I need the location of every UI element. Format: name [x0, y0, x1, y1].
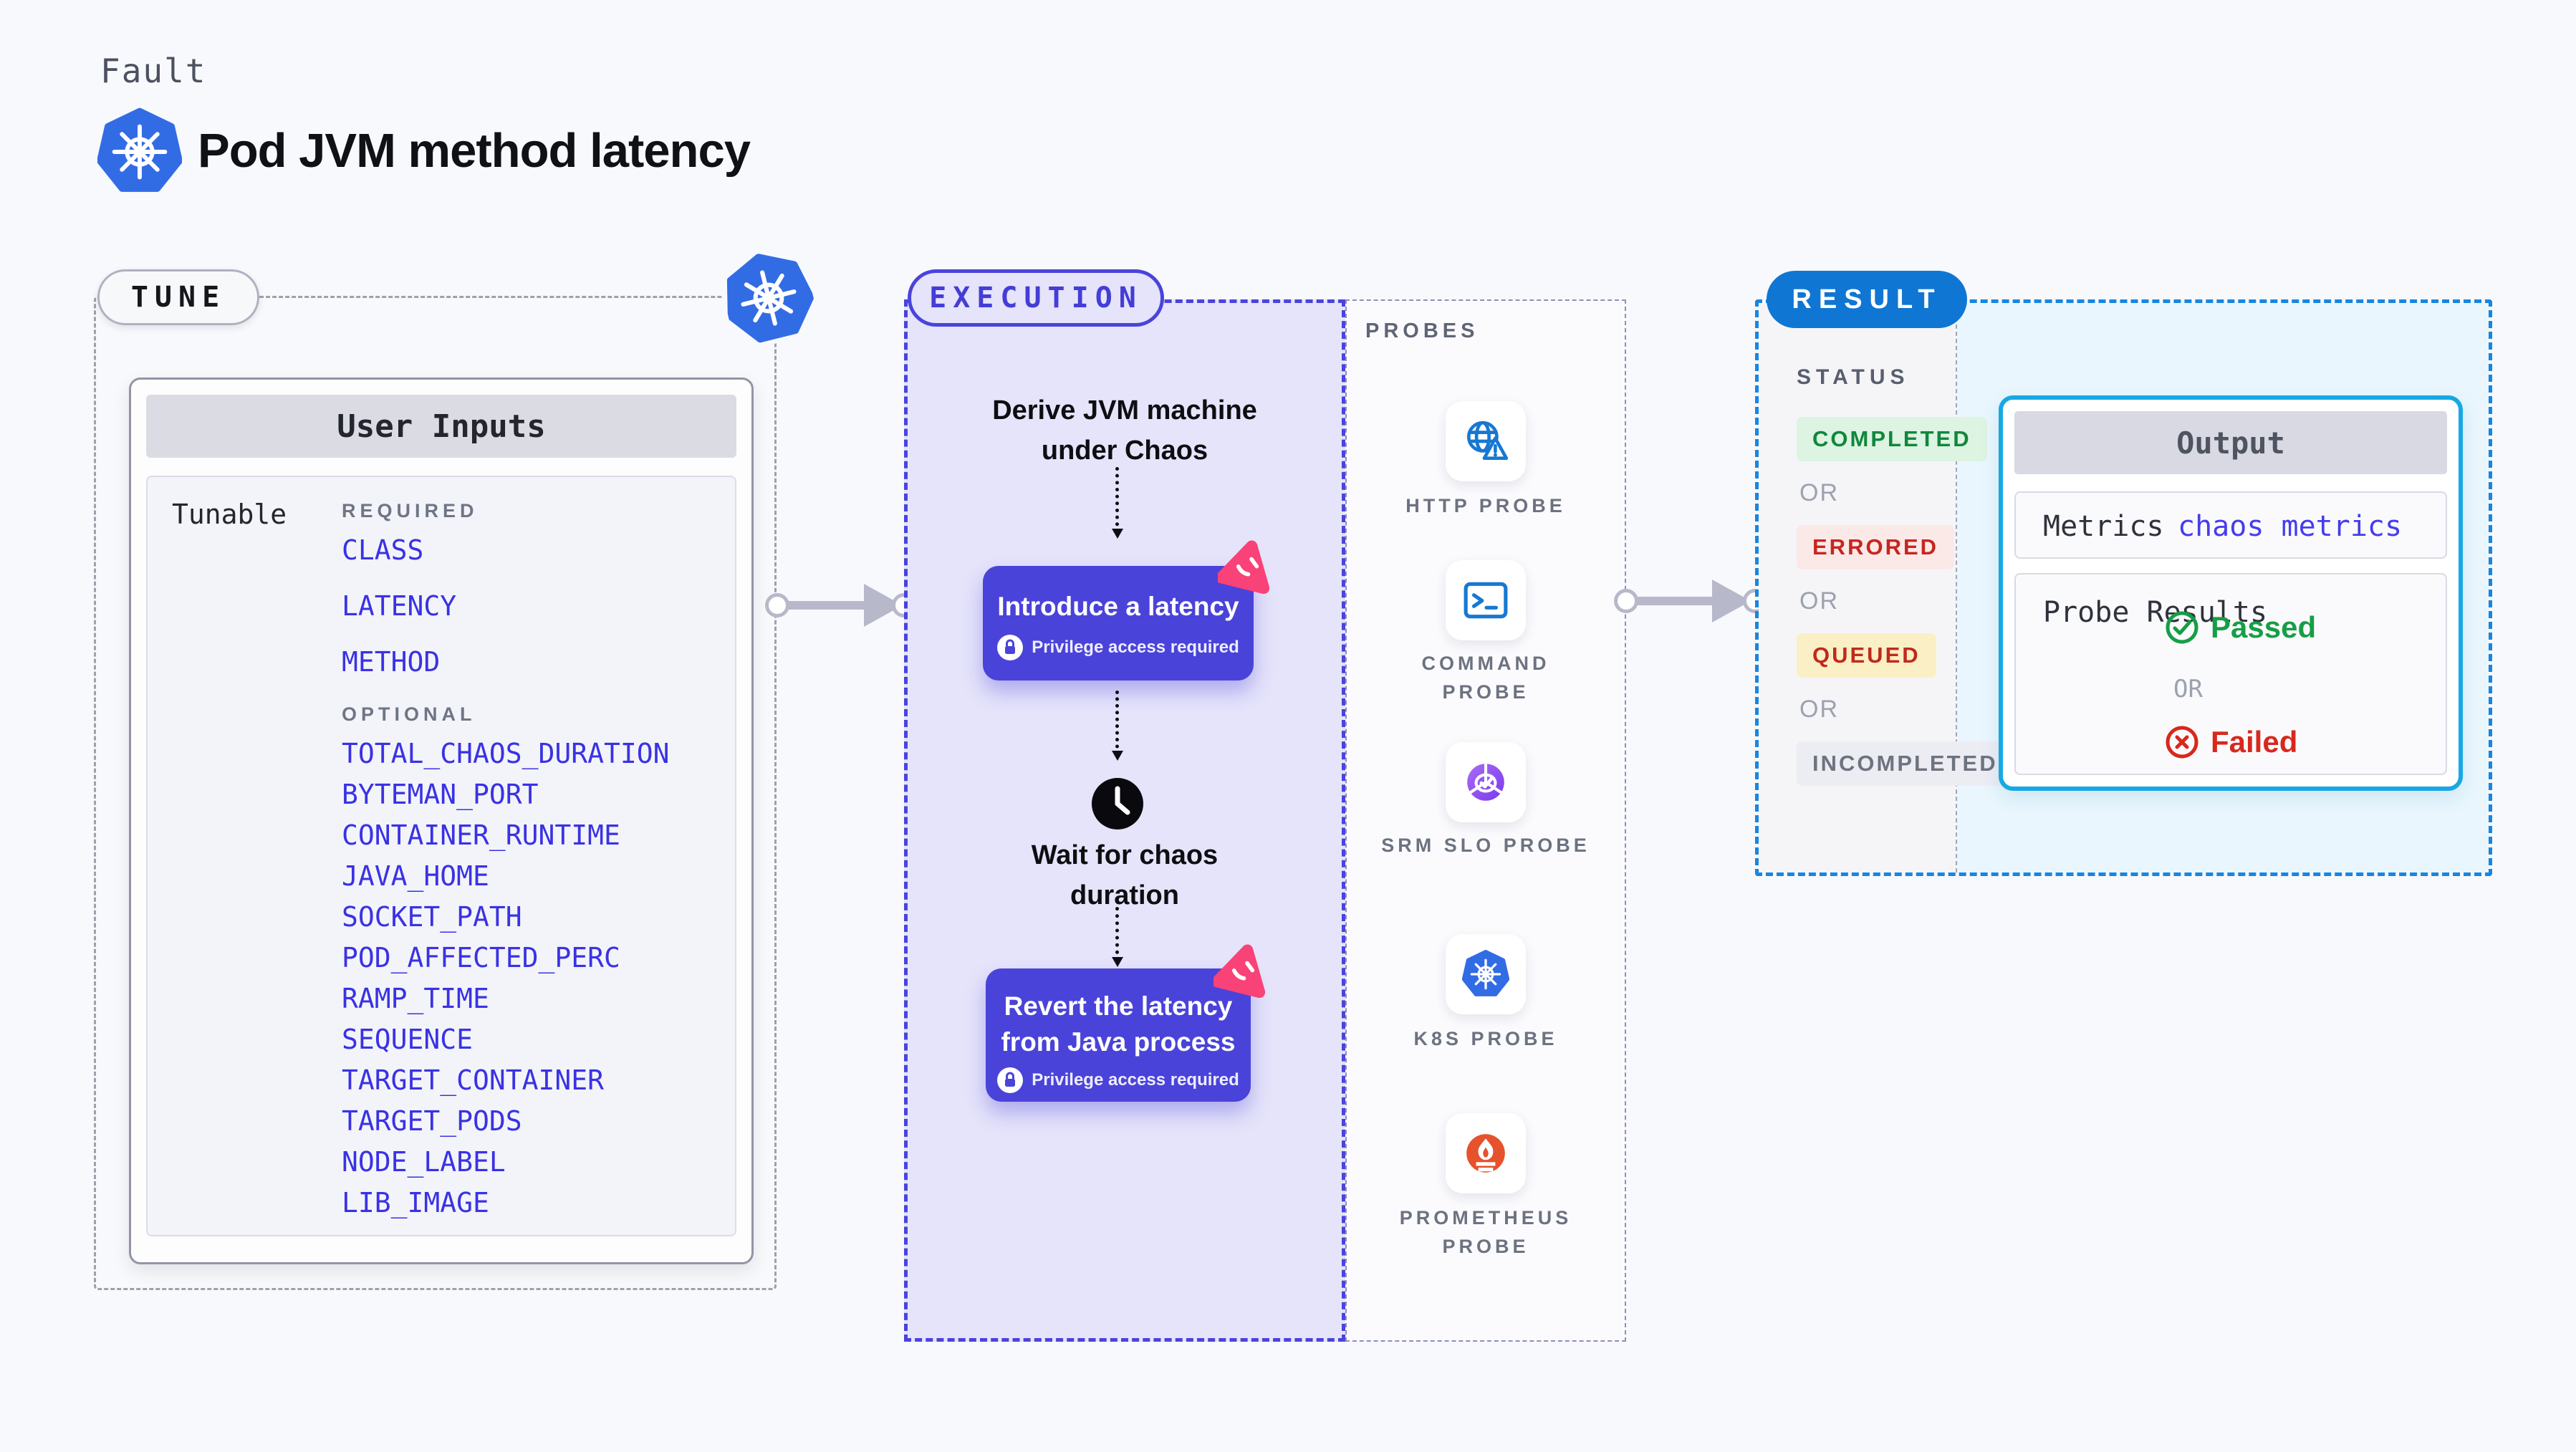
tunable-param: JAVA_HOME — [342, 860, 489, 892]
connector-dot — [765, 593, 789, 617]
or-separator: OR — [1799, 587, 1839, 615]
tunable-param: METHOD — [342, 646, 441, 678]
chaos-badge-icon — [1218, 539, 1275, 596]
tune-to-execution-arrow — [788, 601, 865, 610]
prometheus-icon — [1462, 1130, 1509, 1177]
or-separator: OR — [1799, 479, 1839, 506]
tune-section-outline — [94, 296, 777, 1290]
optional-param-list: TOTAL_CHAOS_DURATION BYTEMAN_PORT CONTAINE… — [342, 738, 729, 1228]
revert-latency-line1: Revert the latency — [1004, 991, 1233, 1021]
passed-label: Passed — [2211, 610, 2317, 644]
tunable-param: CLASS — [342, 534, 424, 566]
tunable-param: RAMP_TIME — [342, 983, 489, 1014]
clock-icon — [1090, 777, 1145, 831]
derive-step-line2: under Chaos — [1041, 436, 1208, 466]
down-arrow — [1112, 467, 1123, 539]
connector-dot — [1614, 589, 1638, 613]
tunable-param: LIB_IMAGE — [342, 1187, 489, 1218]
wait-step-text: Wait for chaos duration — [904, 835, 1345, 915]
failed-label: Failed — [2211, 725, 2298, 759]
check-circle-icon — [2166, 611, 2198, 644]
introduce-latency-label: Introduce a latency — [997, 592, 1239, 621]
privilege-note: Privilege access required — [1032, 1070, 1239, 1090]
output-header: Output — [2014, 411, 2447, 474]
tunable-row-label: Tunable — [172, 499, 287, 530]
result-section-outline — [1755, 299, 2492, 876]
metrics-value: chaos metrics — [2178, 510, 2403, 543]
prometheus-probe-label: PROMETHEUS PROBE — [1399, 1207, 1572, 1257]
tunable-param: CONTAINER_RUNTIME — [342, 819, 620, 851]
status-stack: COMPLETED OR ERRORED OR QUEUED OR INCOMPLETED — [1797, 417, 2014, 786]
status-label: STATUS — [1797, 365, 1910, 389]
k8s-probe-label: K8S PROBE — [1413, 1028, 1558, 1049]
k8s-probe-card — [1446, 934, 1526, 1014]
optional-group-label: OPTIONAL — [342, 703, 476, 725]
result-section-label: RESULT — [1767, 271, 1967, 328]
prometheus-probe-card — [1446, 1113, 1526, 1193]
down-arrow — [1112, 691, 1123, 761]
user-inputs-header: User Inputs — [146, 395, 736, 458]
derive-step-text: Derive JVM machine under Chaos — [904, 390, 1345, 471]
terminal-icon — [1462, 577, 1509, 624]
introduce-latency-node: Introduce a latency Privilege access req… — [983, 566, 1254, 681]
lock-icon — [997, 635, 1023, 660]
slo-gauge-icon — [1462, 759, 1509, 806]
status-badge-queued: QUEUED — [1797, 633, 1936, 678]
kubernetes-icon — [1462, 950, 1509, 999]
lock-icon — [997, 1067, 1023, 1093]
tunable-param: TOTAL_CHAOS_DURATION — [342, 738, 670, 769]
execution-to-result-arrow — [1636, 597, 1714, 605]
command-probe-card — [1446, 560, 1526, 640]
or-separator: OR — [1799, 696, 1839, 723]
tunable-param: NODE_LABEL — [342, 1146, 506, 1178]
tunable-param: TARGET_PODS — [342, 1105, 522, 1137]
globe-alert-icon — [1462, 418, 1509, 465]
tunable-param: BYTEMAN_PORT — [342, 779, 539, 810]
metrics-label: Metrics — [2043, 510, 2164, 543]
revert-latency-node: Revert the latency from Java process Pri… — [986, 968, 1251, 1102]
down-arrow — [1112, 900, 1123, 967]
tunables-panel — [146, 476, 736, 1236]
status-badge-incompleted: INCOMPLETED — [1797, 741, 2014, 786]
passed-status: Passed — [2165, 610, 2316, 645]
required-param-list: CLASS LATENCY METHOD — [342, 534, 729, 702]
tunable-param: LATENCY — [342, 590, 457, 622]
metrics-row — [2014, 491, 2447, 559]
probes-title: PROBES — [1365, 319, 1479, 342]
status-badge-errored: ERRORED — [1797, 525, 1955, 569]
tunable-param: SOCKET_PATH — [342, 901, 522, 933]
failed-status: Failed — [2165, 725, 2297, 759]
x-circle-icon — [2166, 726, 2198, 759]
result-divider — [1956, 303, 1957, 872]
tune-section-label: TUNE — [97, 269, 259, 325]
kubernetes-corner-icon — [715, 243, 822, 353]
derive-step-line1: Derive JVM machine — [992, 395, 1257, 425]
output-or-label: OR — [2173, 675, 2203, 703]
status-badge-completed: COMPLETED — [1797, 417, 1987, 461]
http-probe-label: HTTP PROBE — [1405, 495, 1566, 516]
required-group-label: REQUIRED — [342, 500, 479, 521]
probe-results-row — [2014, 573, 2447, 775]
command-probe-label: COMMAND PROBE — [1421, 653, 1550, 703]
chaos-badge-icon — [1213, 943, 1271, 1000]
http-probe-card — [1446, 401, 1526, 481]
revert-latency-line2: from Java process — [1001, 1027, 1236, 1057]
tunable-param: SEQUENCE — [342, 1024, 474, 1055]
page-title: Pod JVM method latency — [198, 124, 751, 178]
wait-step-line2: duration — [1070, 880, 1179, 910]
tunable-param: POD_AFFECTED_PERC — [342, 942, 620, 973]
fault-eyebrow: Fault — [100, 52, 207, 90]
srm-slo-probe-label: SRM SLO PROBE — [1381, 835, 1590, 856]
wait-step-line1: Wait for chaos — [1031, 840, 1219, 870]
srm-slo-probe-card — [1446, 742, 1526, 822]
probe-results-label: Probe Results — [2043, 596, 2268, 629]
execution-section-label: EXECUTION — [908, 269, 1164, 327]
privilege-note: Privilege access required — [1032, 638, 1239, 657]
tunable-param: TARGET_CONTAINER — [342, 1064, 605, 1096]
kubernetes-logo-icon — [97, 107, 182, 196]
